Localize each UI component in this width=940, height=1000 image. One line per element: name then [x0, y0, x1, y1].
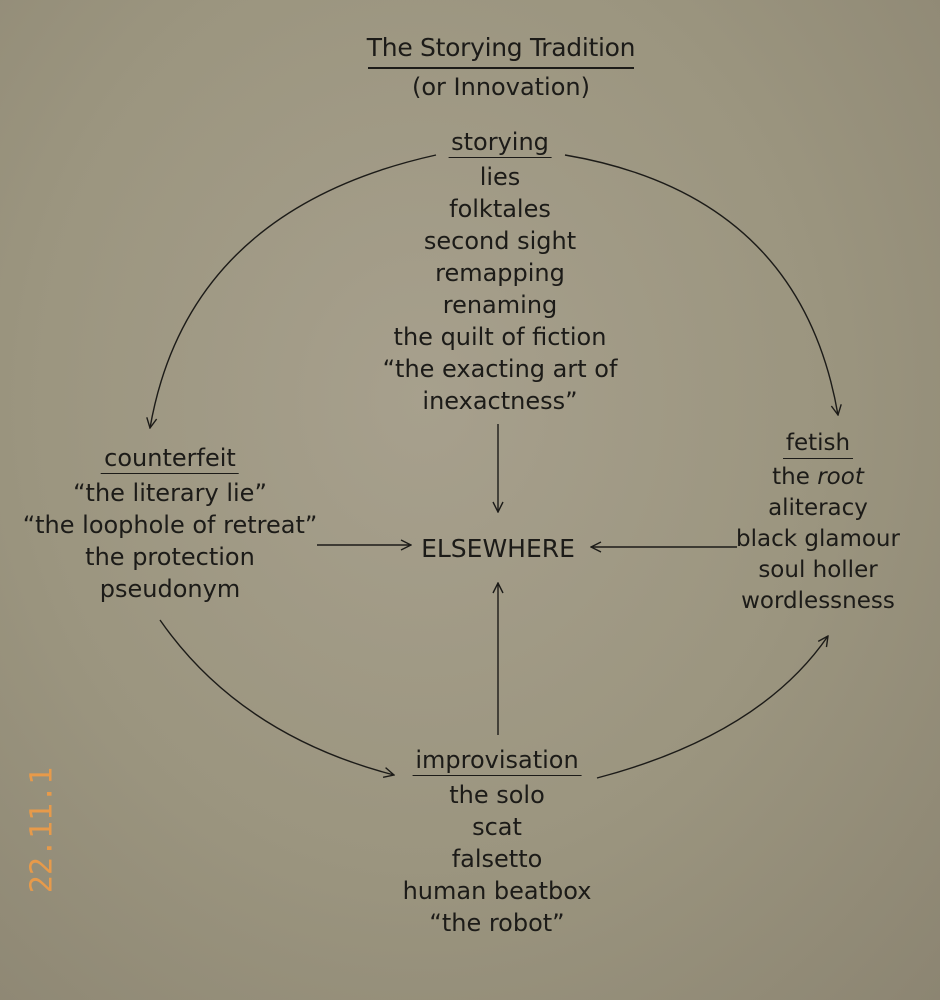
list-item: wordlessness [741, 588, 895, 614]
list-item: “the exacting art of [382, 355, 618, 383]
item-italic-root: root [817, 464, 864, 490]
date-stamp: 22.11.1 [24, 766, 60, 894]
list-item: pseudonym [99, 575, 241, 603]
arrow-storying-to-counterfeit [150, 154, 437, 428]
cluster-counterfeit: counterfeit “the literary lie” “the loop… [23, 444, 318, 605]
list-item: human beatbox [402, 877, 592, 905]
list-item: the solo [449, 781, 545, 809]
arrow-storying-to-fetish [564, 154, 838, 415]
list-item: “the loophole of retreat” [22, 511, 318, 539]
list-item: renaming [442, 291, 558, 319]
diagram-title: The Storying Tradition [366, 33, 636, 62]
center-node-elsewhere: ELSEWHERE [421, 534, 575, 563]
list-item: scat [472, 813, 522, 841]
list-item: black glamour [736, 526, 900, 552]
arrow-counterfeit-to-improvisation [159, 619, 394, 775]
list-item: second sight [423, 227, 577, 255]
list-item: falsetto [451, 845, 543, 873]
list-item: inexactness” [422, 387, 578, 415]
cluster-improvisation: improvisation the solo scat falsetto hum… [403, 746, 592, 939]
diagram-subtitle: (or Innovation) [412, 73, 590, 101]
list-item: the protection [85, 543, 255, 571]
list-item: lies [479, 163, 521, 191]
list-item: “the literary lie” [73, 479, 267, 507]
cluster-heading-counterfeit: counterfeit [101, 446, 239, 474]
cluster-fetish: fetish the root aliteracy black glamour … [736, 430, 900, 617]
arrow-improvisation-to-fetish [596, 636, 828, 779]
list-item: folktales [449, 195, 551, 223]
list-item: remapping [435, 259, 565, 287]
list-item: “the robot” [429, 909, 565, 937]
list-item: aliteracy [768, 495, 868, 521]
cluster-heading-fetish: fetish [782, 432, 854, 459]
cluster-heading-improvisation: improvisation [412, 748, 582, 776]
item-prefix: the [772, 464, 818, 490]
cluster-heading-storying: storying [448, 130, 552, 158]
title-underline [368, 67, 634, 69]
list-item: soul holler [758, 557, 878, 583]
cluster-storying: storying lies folktales second sight rem… [383, 128, 618, 417]
list-item: the root [736, 462, 900, 493]
list-item: the quilt of fiction [393, 323, 607, 351]
